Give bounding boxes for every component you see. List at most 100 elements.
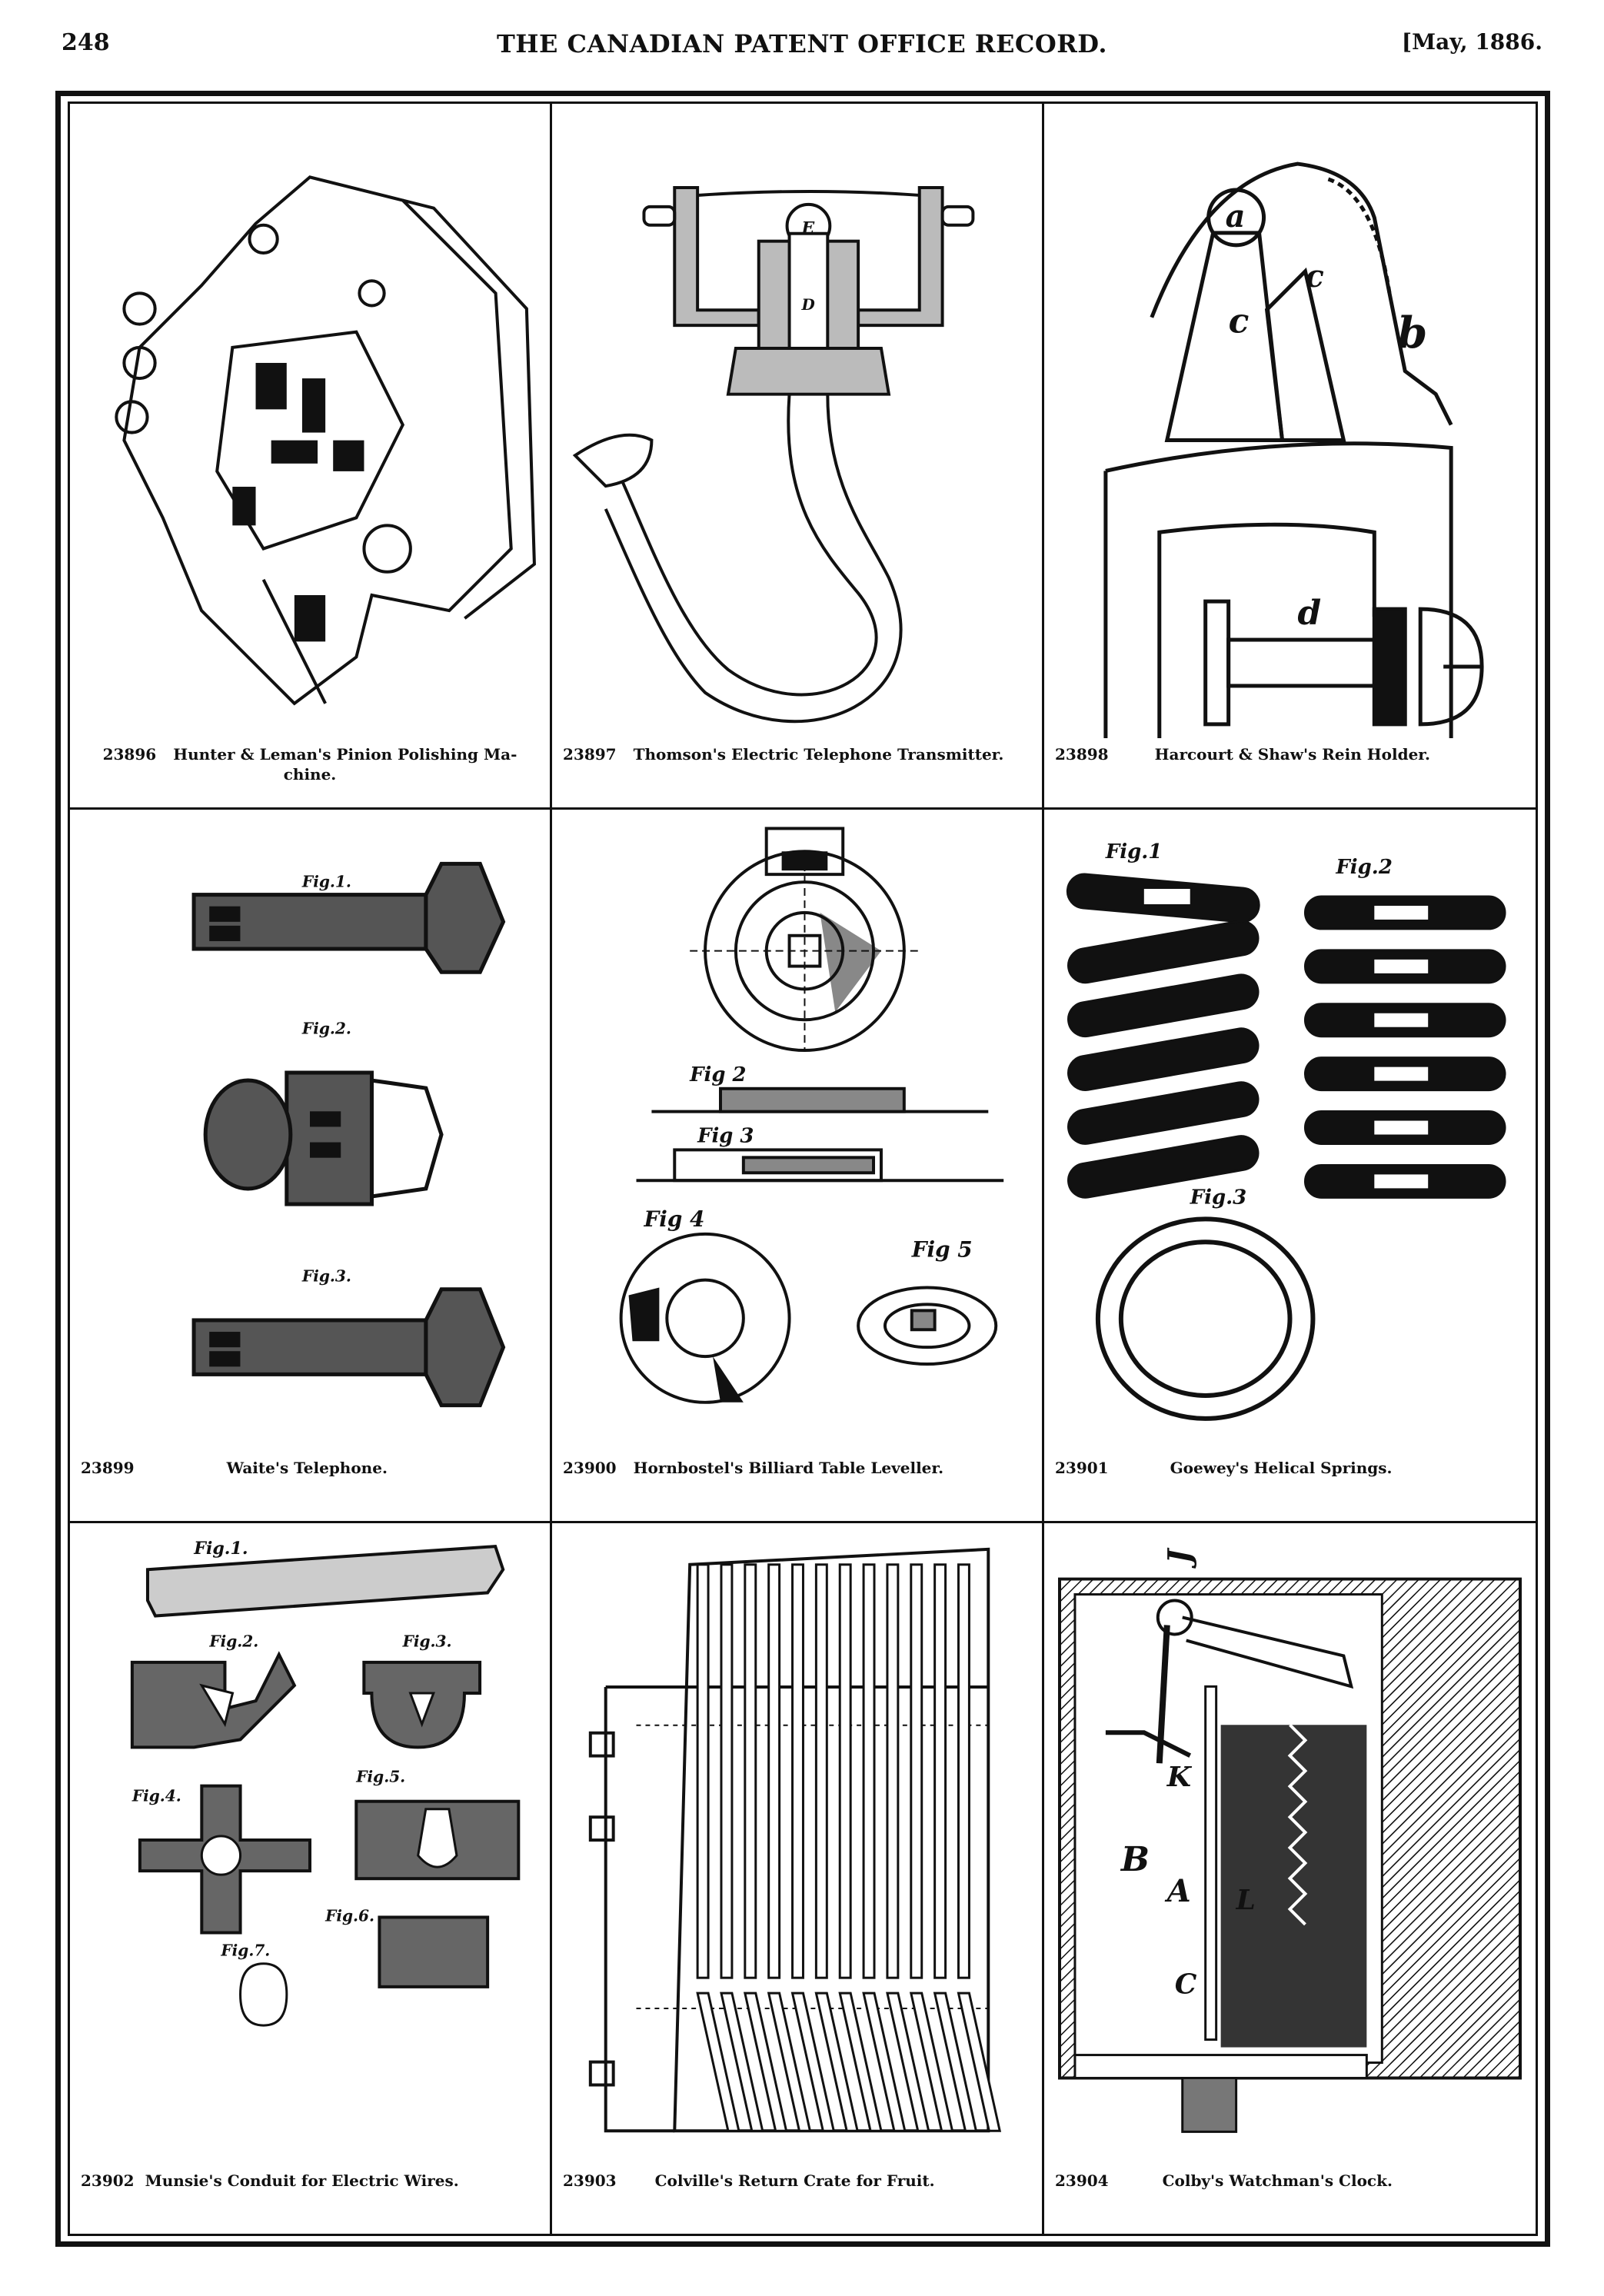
issue-date: [May, 1886. (1401, 29, 1542, 55)
patent-cell-23896: 23896 Hunter & Leman's Pinion Polishing M… (70, 104, 552, 810)
figure-label: Fig.2. (208, 1632, 258, 1651)
drawing-telephone: Fig.1. Fig.2. Fig.3. (78, 817, 542, 1452)
figure-label: Fig 4 (643, 1206, 704, 1232)
figure-label: Fig.3. (402, 1632, 452, 1651)
figure-label: Fig 3 (697, 1124, 754, 1147)
patent-cell-23902: Fig.1. Fig.2. Fig.3. Fig.4. Fig.5. Fig.6… (70, 1523, 552, 2234)
crate-slat (862, 1563, 876, 1979)
crate-slat-angled (886, 1992, 930, 2132)
drawing-fruit-crate (560, 1531, 1034, 2165)
crate-illustration (588, 1547, 1002, 2133)
crate-slat-angled (696, 1992, 740, 2132)
patent-caption: 23902 Munsie's Conduit for Electric Wires… (81, 2171, 539, 2224)
crate-slat (767, 1563, 781, 1979)
crate-slat (886, 1563, 900, 1979)
crate-slat-angled (767, 1992, 812, 2132)
figure-label: Fig.1 (1105, 840, 1162, 863)
patent-title: Munsie's Conduit for Electric Wires. (145, 2171, 459, 2190)
transmitter-illustration: E D (572, 186, 975, 724)
svg-text:A: A (1164, 1874, 1191, 1909)
figure-label: Fig.1. (193, 1539, 248, 1559)
page-header: 248 THE CANADIAN PATENT OFFICE RECORD. [… (0, 23, 1604, 62)
crate-slat-angled (720, 1992, 764, 2132)
figure-label: Fig.6. (324, 1906, 374, 1925)
patent-number: 23896 (102, 745, 157, 764)
inner-border (68, 101, 1538, 2236)
clock-illustration: J B A C L K (1057, 1547, 1522, 2133)
crate-slat (814, 1563, 828, 1979)
crate-slat-angled (909, 1992, 954, 2132)
patent-cell-23900: Fig 2 Fig 3 Fig 4 Fig 5 23900 Hornbostel'… (552, 810, 1044, 1523)
crate-slat-angled (862, 1992, 907, 2132)
drawing-helical-springs: Fig.1 Fig.2 Fig.3 (1052, 817, 1528, 1452)
rein-holder-illustration: a c c b d (1103, 161, 1484, 796)
crate-slat-angled (838, 1992, 883, 2132)
svg-text:c: c (1305, 259, 1323, 294)
svg-text:a: a (1226, 199, 1246, 235)
svg-text:L: L (1236, 1884, 1256, 1916)
figure-label: Fig.1. (301, 873, 351, 891)
svg-text:C: C (1175, 1968, 1197, 2001)
svg-text:c: c (1229, 302, 1250, 341)
patent-title: Hunter & Leman's Pinion Polishing Ma- (173, 745, 517, 764)
crate-slat (957, 1563, 970, 1979)
patent-title: Thomson's Electric Telephone Transmitter… (633, 745, 1004, 764)
drawing-rein-holder: a c c b d (1052, 111, 1528, 796)
patent-number: 23897 (563, 745, 617, 764)
page-number: 248 (62, 29, 110, 56)
crate-slat-angled (790, 1992, 836, 2132)
figure-label: Fig.2 (1335, 856, 1392, 879)
drawing-conduit: Fig.1. Fig.2. Fig.3. Fig.4. Fig.5. Fig.6… (78, 1531, 542, 2165)
drawing-telephone-transmitter: E D (560, 111, 1034, 738)
patent-caption: 23897 Thomson's Electric Telephone Transm… (563, 744, 1031, 798)
publication-title: THE CANADIAN PATENT OFFICE RECORD. (496, 29, 1108, 58)
figure-label: Fig.3. (301, 1267, 351, 1286)
patent-number: 23904 (1055, 2171, 1109, 2190)
drawing-billiard-table-leveller: Fig 2 Fig 3 Fig 4 Fig 5 (560, 817, 1034, 1452)
patent-title: Hornbostel's Billiard Table Leveller. (633, 1459, 944, 1477)
patent-title-continued: chine. (283, 765, 337, 784)
crate-slat (933, 1563, 947, 1979)
clock-label-J: J (1163, 1547, 1198, 1569)
patent-number: 23901 (1055, 1459, 1109, 1477)
drawing-pinion-polishing-machine (78, 111, 542, 738)
svg-text:K: K (1166, 1761, 1193, 1793)
crate-slat (744, 1563, 757, 1979)
patent-title: Harcourt & Shaw's Rein Holder. (1154, 745, 1430, 764)
patent-cell-23898: a c c b d 23898 Harcourt & Shaw's Rein Ho… (1044, 104, 1536, 810)
crate-slat-angled (814, 1992, 859, 2132)
svg-text:b: b (1397, 309, 1427, 359)
patent-number: 23900 (563, 1459, 617, 1477)
telephone-illustration: Fig.1. Fig.2. Fig.3. (191, 861, 506, 1408)
crate-slat (838, 1563, 852, 1979)
figure-label: Fig 2 (689, 1063, 746, 1086)
figure-label: Fig.5. (355, 1768, 405, 1786)
machine-illustration (115, 175, 536, 706)
patent-number: 23898 (1055, 745, 1109, 764)
patent-caption: 23898 Harcourt & Shaw's Rein Holder. (1055, 744, 1525, 798)
patent-cell-23897: E D 23897 Thomson's Electric Telephone Tr… (552, 104, 1044, 810)
patent-title: Colville's Return Crate for Fruit. (654, 2171, 935, 2190)
figure-label: Fig 5 (911, 1237, 973, 1263)
svg-text:d: d (1297, 594, 1321, 633)
crate-slat (696, 1563, 710, 1979)
crate-slat (720, 1563, 734, 1979)
crate-slat (910, 1563, 923, 1979)
patent-grid: 23896 Hunter & Leman's Pinion Polishing M… (70, 104, 1536, 2234)
patent-title: Waite's Telephone. (226, 1459, 388, 1477)
svg-text:E: E (800, 218, 814, 238)
patent-caption: 23900 Hornbostel's Billiard Table Levelle… (563, 1458, 1031, 1512)
crate-slat-angled (743, 1992, 788, 2132)
patent-number: 23902 (81, 2171, 135, 2190)
patent-cell-23901: Fig.1 Fig.2 Fig.3 (1044, 810, 1536, 1523)
springs-illustration: Fig.1 Fig.2 Fig.3 (1066, 840, 1506, 1421)
crate-slat (791, 1563, 804, 1979)
crate-slat-angled (933, 1992, 978, 2132)
figure-label: Fig.7. (220, 1942, 270, 1960)
